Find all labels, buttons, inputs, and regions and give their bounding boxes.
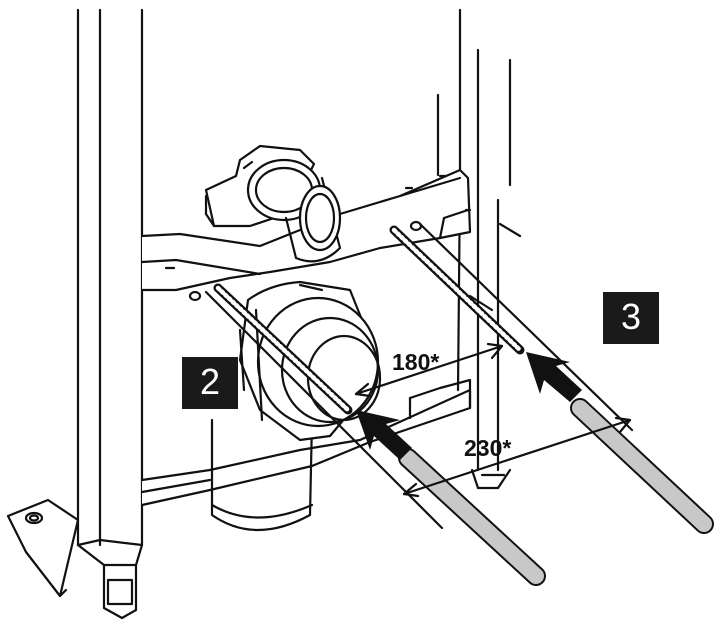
left-foot-bracket (6, 498, 80, 598)
dimension-line-230 (402, 416, 632, 498)
right-push-arrow (526, 352, 582, 402)
left-grey-rod (398, 448, 546, 586)
step-label-3: 3 (603, 292, 659, 344)
dimension-line-180 (354, 342, 504, 398)
lower-crossbar (140, 378, 472, 507)
left-threaded-rod (188, 283, 444, 530)
right-frame-post (436, 8, 512, 490)
left-push-arrow (356, 410, 412, 460)
dimension-label-180: 180* (392, 349, 439, 375)
drain-pipe (210, 418, 314, 531)
right-grey-rod (570, 398, 714, 534)
step-label-2: 2 (182, 357, 238, 409)
dimension-label-230: 230* (464, 435, 511, 461)
upper-inlet-pipe (204, 144, 342, 263)
left-frame-post (76, 8, 144, 620)
right-threaded-rod (389, 220, 634, 432)
